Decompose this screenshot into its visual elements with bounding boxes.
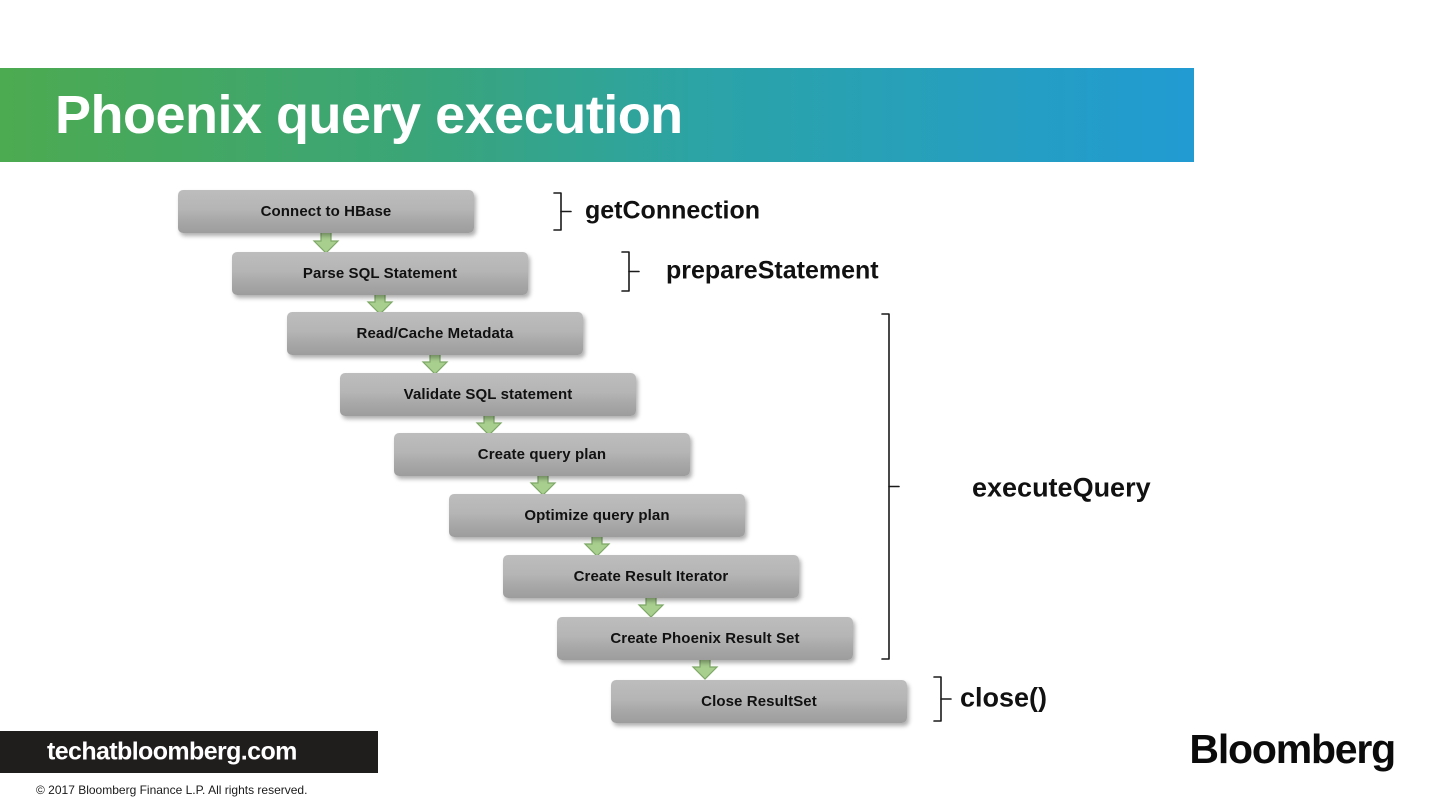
group-label-prepareStatement: prepareStatement <box>666 256 879 285</box>
flow-arrow-down-icon <box>420 352 450 375</box>
flow-arrow-down-icon <box>311 231 341 254</box>
flow-step-box: Close ResultSet <box>611 680 907 723</box>
flow-step-box: Create query plan <box>394 433 690 476</box>
flow-step-label: Create query plan <box>477 446 607 463</box>
flow-step-label: Parse SQL Statement <box>302 265 458 282</box>
group-bracket-prepareStatement <box>620 251 642 292</box>
flow-step-box: Parse SQL Statement <box>232 252 528 295</box>
group-bracket-getConnection <box>552 192 574 231</box>
group-bracket-close <box>932 676 954 722</box>
flow-step-label: Optimize query plan <box>524 507 670 524</box>
flow-step-label: Create Result Iterator <box>573 568 729 585</box>
flow-step-box: Read/Cache Metadata <box>287 312 583 355</box>
flow-arrow-down-icon <box>636 595 666 618</box>
flow-arrow-down-icon <box>690 657 720 680</box>
flow-step-label: Close ResultSet <box>701 693 817 710</box>
page-title: Phoenix query execution <box>55 85 683 145</box>
flow-step-label: Create Phoenix Result Set <box>610 630 800 647</box>
copyright-notice: © 2017 Bloomberg Finance L.P. All rights… <box>36 783 308 797</box>
flow-step-box: Connect to HBase <box>178 190 474 233</box>
bloomberg-wordmark: Bloomberg <box>1189 726 1396 772</box>
flow-step-label: Read/Cache Metadata <box>356 325 514 342</box>
flow-step-box: Create Result Iterator <box>503 555 799 598</box>
techatbloomberg-logo-text: techatbloomberg.com <box>47 737 297 766</box>
slide-title-band: Phoenix query execution <box>0 68 1194 162</box>
group-label-close: close() <box>960 682 1048 713</box>
flow-step-box: Optimize query plan <box>449 494 745 537</box>
group-label-getConnection: getConnection <box>585 196 760 225</box>
techatbloomberg-logo-bar: techatbloomberg.com <box>0 731 378 773</box>
flow-step-label: Connect to HBase <box>260 203 392 220</box>
group-bracket-executeQuery <box>880 313 902 660</box>
flow-step-box: Validate SQL statement <box>340 373 636 416</box>
group-label-executeQuery: executeQuery <box>972 472 1151 503</box>
flow-step-label: Validate SQL statement <box>403 386 573 403</box>
flow-arrow-down-icon <box>582 534 612 557</box>
flow-step-box: Create Phoenix Result Set <box>557 617 853 660</box>
flow-arrow-down-icon <box>528 473 558 496</box>
